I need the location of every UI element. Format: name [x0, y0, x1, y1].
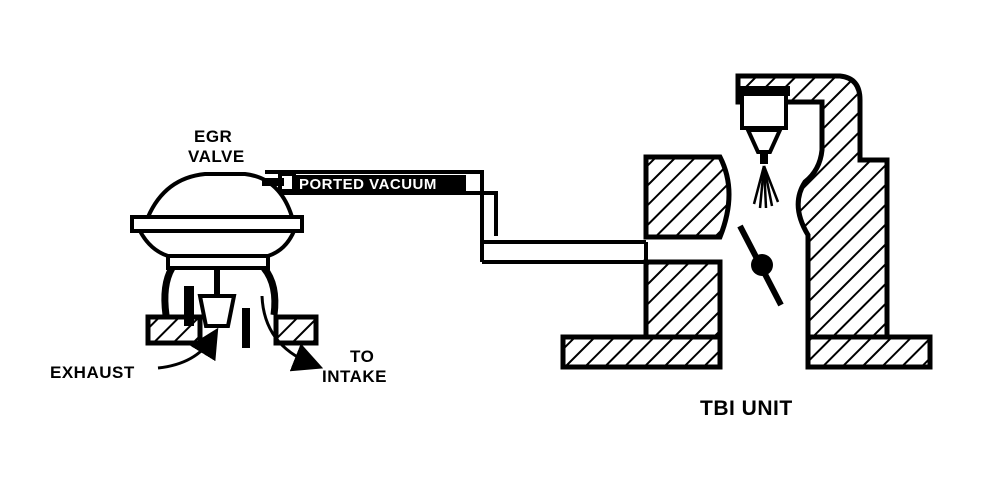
- tbi-right-base-flange: [805, 334, 933, 370]
- egr-valve-label-line1: EGR: [194, 127, 232, 146]
- egr-passage-right: [261, 265, 279, 316]
- egr-valve-label-line2: VALVE: [188, 147, 245, 166]
- intake-flow-arrow: [260, 295, 324, 372]
- tbi-left-lower-wall: [643, 259, 723, 340]
- injector-nozzle: [744, 128, 784, 154]
- egr-diaphragm-dome: [144, 172, 295, 219]
- fuel-injector: [738, 86, 790, 164]
- egr-valve: [130, 172, 319, 348]
- ported-vacuum-line-lower: [265, 191, 498, 236]
- throttle-plate: [737, 224, 784, 307]
- throttle-shaft: [751, 254, 773, 276]
- ported-vacuum-label: PORTED VACUUM: [299, 176, 437, 193]
- exhaust-label: EXHAUST: [50, 363, 135, 382]
- egr-passage-left: [161, 266, 176, 316]
- to-intake-label-line1: TO: [350, 347, 374, 366]
- tbi-right-body-wall: [735, 73, 890, 340]
- egr-manifold-right: [273, 314, 319, 346]
- egr-lower-housing: [136, 229, 298, 258]
- egr-housing-flange: [130, 215, 304, 233]
- injector-body: [740, 90, 788, 130]
- to-intake-label-line2: INTAKE: [322, 367, 387, 386]
- tbi-unit: [560, 73, 933, 370]
- egr-pintle: [197, 294, 237, 328]
- tbi-left-base-flange: [560, 334, 723, 370]
- tbi-left-body-wall: [643, 154, 732, 240]
- tbi-unit-label: TBI UNIT: [700, 397, 793, 420]
- fuel-spray: [752, 165, 780, 209]
- exhaust-flow-arrow: [157, 327, 219, 370]
